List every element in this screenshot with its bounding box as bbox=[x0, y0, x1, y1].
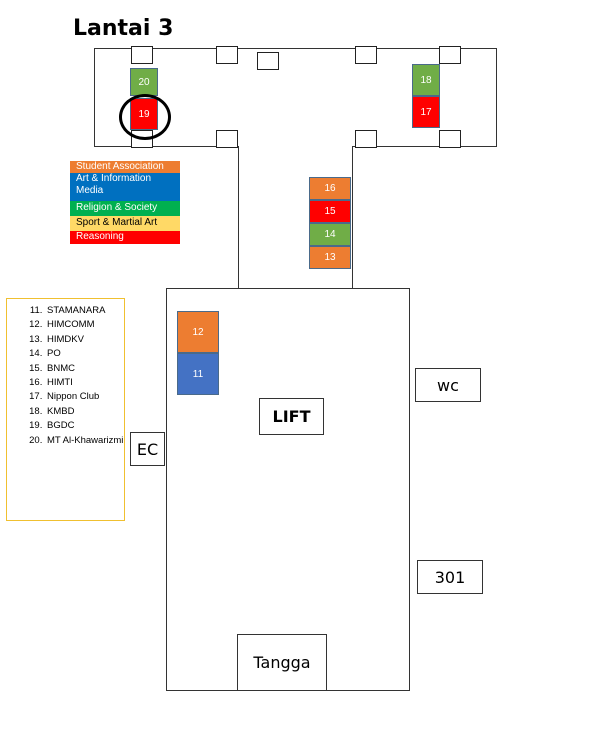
booth-number: 12 bbox=[192, 326, 204, 338]
lift-label: LIFT bbox=[259, 398, 324, 435]
booth-13[interactable]: 13 bbox=[309, 246, 351, 269]
legend-religion-society: Religion & Society bbox=[70, 201, 180, 216]
pillar bbox=[257, 52, 279, 70]
legend-art-information-media: Art & Information Media bbox=[70, 173, 180, 201]
booth-14[interactable]: 14 bbox=[309, 223, 351, 246]
list-item: HIMDKV bbox=[45, 333, 124, 347]
list-item: PO bbox=[45, 347, 124, 361]
pillar bbox=[355, 130, 377, 148]
booth-number: 15 bbox=[324, 206, 336, 217]
pillar bbox=[131, 46, 153, 64]
booth-number: 17 bbox=[420, 106, 432, 118]
booth-number: 16 bbox=[324, 183, 336, 194]
organization-list: STAMANARA HIMCOMM HIMDKV PO BNMC HIMTI N… bbox=[6, 298, 125, 521]
legend-reasoning: Reasoning bbox=[70, 231, 180, 244]
list-item: BNMC bbox=[45, 362, 124, 376]
list-item: KMBD bbox=[45, 405, 124, 419]
booth-15[interactable]: 15 bbox=[309, 200, 351, 223]
booth-17[interactable]: 17 bbox=[412, 96, 440, 128]
booth-number: 11 bbox=[192, 368, 204, 380]
pillar bbox=[216, 130, 238, 148]
booth-number: 14 bbox=[324, 229, 336, 240]
booth-11[interactable]: 11 bbox=[177, 353, 219, 395]
pillar bbox=[355, 46, 377, 64]
booth-20[interactable]: 20 bbox=[130, 68, 158, 96]
list-item: HIMCOMM bbox=[45, 318, 124, 332]
pillar bbox=[439, 46, 461, 64]
list-item: HIMTI bbox=[45, 376, 124, 390]
page-title: Lantai 3 bbox=[73, 16, 174, 41]
highlight-circle bbox=[119, 94, 171, 140]
legend-student-association: Student Association bbox=[70, 161, 180, 173]
list-item: STAMANARA bbox=[45, 304, 124, 318]
list-item: MT Al-Khawarizmi bbox=[45, 434, 124, 448]
legend-sport-martial-art: Sport & Martial Art bbox=[70, 216, 180, 231]
stairs-label[interactable]: Tangga bbox=[237, 634, 327, 691]
list-item: Nippon Club bbox=[45, 390, 124, 404]
wc-room[interactable]: wc bbox=[415, 368, 481, 402]
booth-number: 18 bbox=[420, 74, 432, 86]
room-301[interactable]: 301 bbox=[417, 560, 483, 594]
pillar bbox=[216, 46, 238, 64]
booth-18[interactable]: 18 bbox=[412, 64, 440, 96]
booth-number: 13 bbox=[324, 252, 336, 263]
pillar bbox=[439, 130, 461, 148]
booth-16[interactable]: 16 bbox=[309, 177, 351, 200]
booth-number: 20 bbox=[138, 76, 150, 88]
booth-12[interactable]: 12 bbox=[177, 311, 219, 353]
ec-room[interactable]: EC bbox=[130, 432, 165, 466]
list-item: BGDC bbox=[45, 419, 124, 433]
